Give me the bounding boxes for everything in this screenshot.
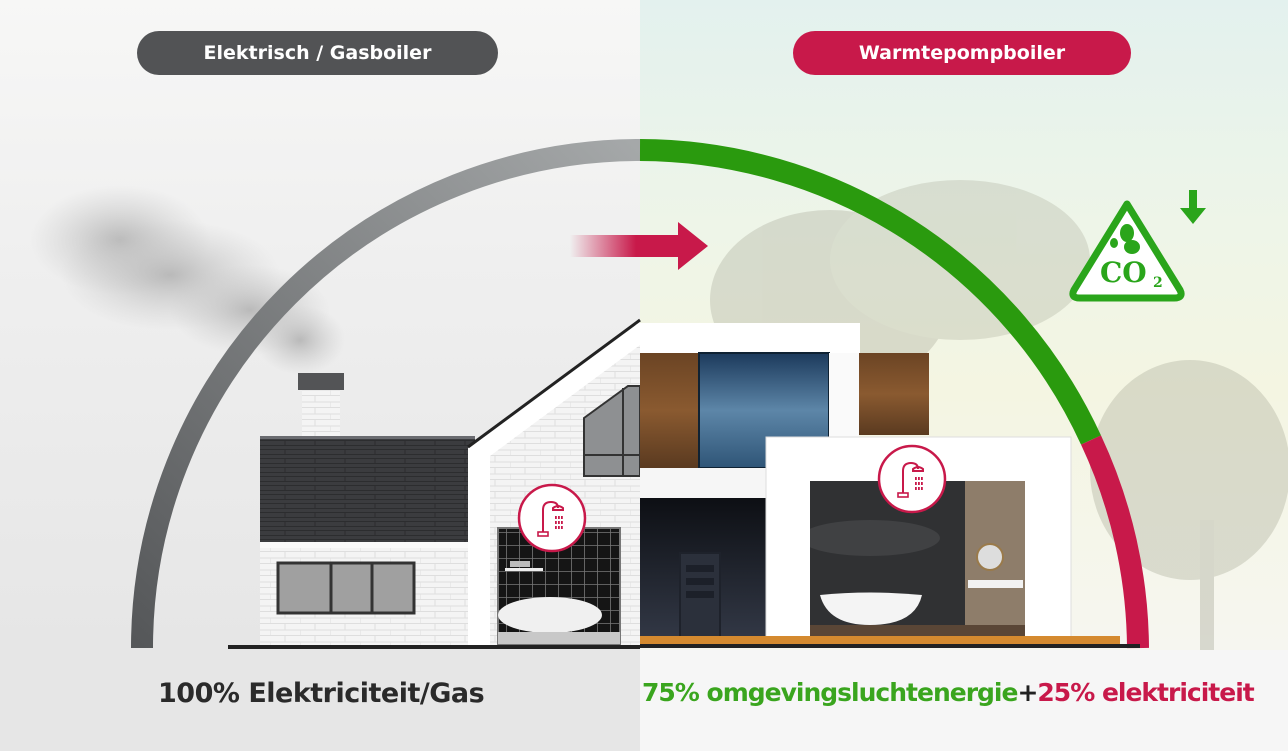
shower-icon bbox=[517, 483, 587, 553]
footer-left bbox=[0, 650, 640, 751]
label-heat-pump-boiler: Warmtepompboiler bbox=[793, 31, 1131, 75]
ground-line bbox=[228, 645, 640, 649]
caption-plus: + bbox=[1017, 678, 1038, 707]
label-electric-gas-boiler: Elektrisch / Gasboiler bbox=[137, 31, 498, 75]
caption-ambient-air-share: 75% omgevingsluchtenergie bbox=[642, 678, 1018, 707]
caption-right: 75% omgevingsluchtenergie+25% elektricit… bbox=[642, 678, 1255, 707]
new-house bbox=[640, 323, 1140, 648]
caption-electricity-share: 25% elektriciteit bbox=[1037, 678, 1254, 707]
old-house bbox=[260, 318, 641, 646]
svg-text:CO: CO bbox=[1100, 256, 1147, 289]
svg-text:2: 2 bbox=[1153, 275, 1163, 291]
caption-left: 100% Elektriciteit/Gas bbox=[158, 678, 485, 709]
co2-down-icon: CO 2 bbox=[1069, 190, 1206, 302]
footer-right bbox=[640, 650, 1288, 751]
arrow-right-icon bbox=[570, 222, 708, 270]
shower-icon bbox=[877, 444, 947, 514]
